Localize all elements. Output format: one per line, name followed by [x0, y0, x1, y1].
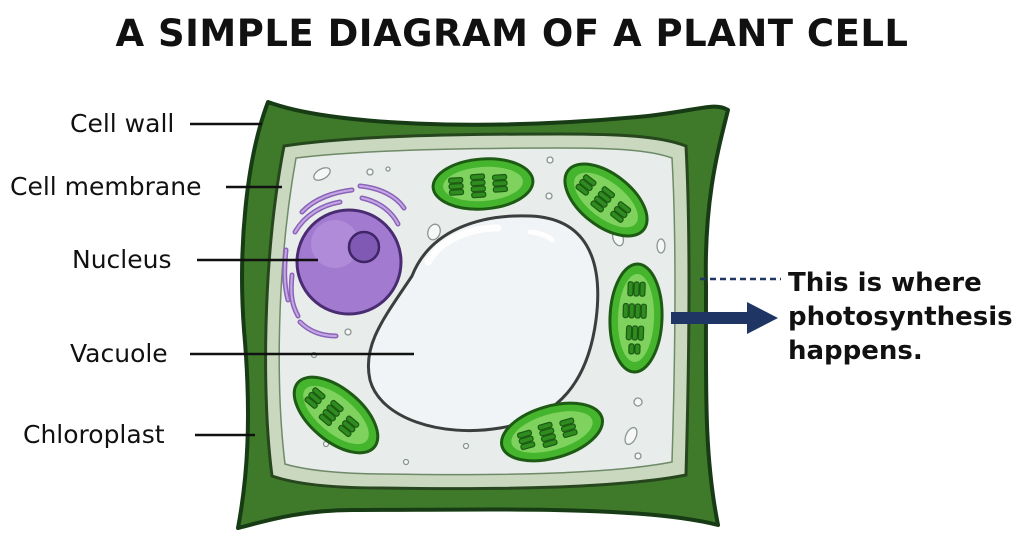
- note-line-2: photosynthesis: [788, 302, 1013, 332]
- diagram-title: A SIMPLE DIAGRAM OF A PLANT CELL: [115, 12, 909, 55]
- label-cell-wall: Cell wall: [70, 109, 175, 138]
- note-line-1: This is where: [788, 268, 982, 298]
- endoplasmic-reticulum-inner: [283, 185, 405, 337]
- label-chloroplast: Chloroplast: [23, 420, 165, 449]
- nucleolus: [347, 230, 381, 264]
- photosynthesis-note: This is where photosynthesis happens.: [788, 266, 1013, 368]
- vacuole-shine-2: [527, 229, 555, 243]
- vacuole: [366, 214, 600, 433]
- note-line-3: happens.: [788, 336, 923, 366]
- chloroplast-bottom-left: [292, 375, 380, 455]
- label-nucleus: Nucleus: [72, 245, 172, 274]
- label-cell-membrane: Cell membrane: [10, 172, 202, 201]
- chloroplast-top-right: [563, 162, 649, 238]
- chloroplast-top-middle: [431, 157, 535, 211]
- chloroplast-bottom-middle: [500, 401, 604, 463]
- label-vacuole: Vacuole: [70, 339, 168, 368]
- nucleus-highlight: [311, 220, 359, 268]
- chloroplast-right: [608, 262, 664, 374]
- vacuole-shine: [424, 224, 502, 266]
- photosynthesis-arrow: [671, 302, 778, 334]
- leader-lines: [190, 122, 414, 437]
